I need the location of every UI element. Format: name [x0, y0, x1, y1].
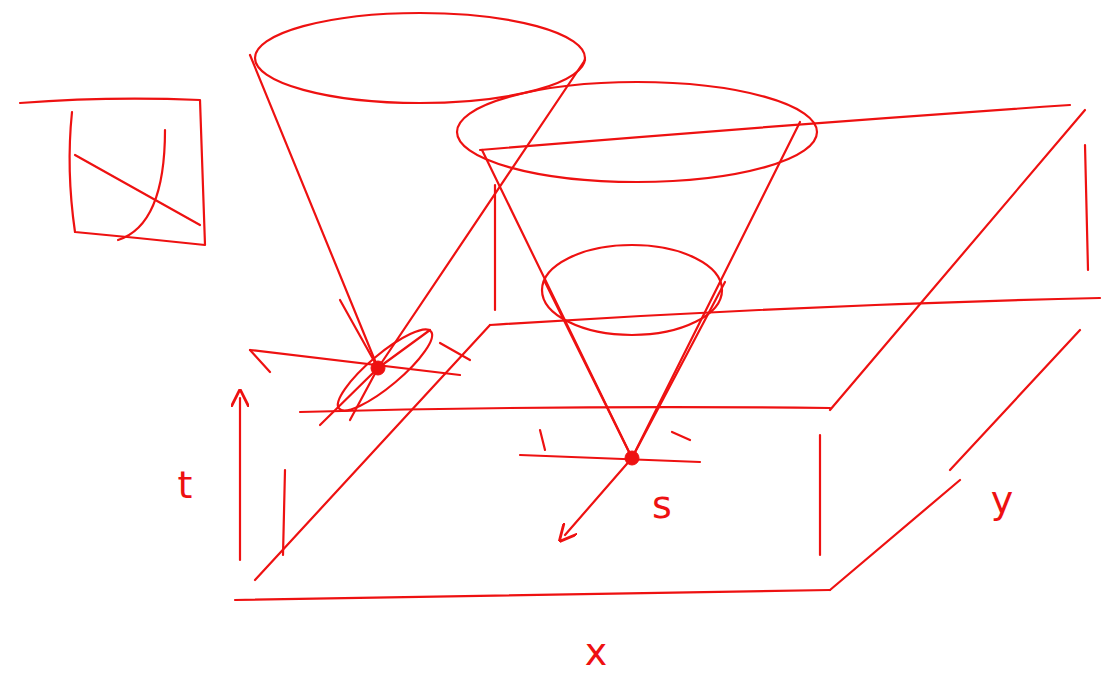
- axis-label-holder: s: [652, 486, 672, 524]
- axis-label-holder: y: [991, 481, 1014, 519]
- inset-graph: [20, 99, 205, 245]
- axis-label-holder: t: [178, 466, 193, 504]
- axis-label: y: [991, 481, 1014, 519]
- axis-label: x: [585, 633, 608, 671]
- light-cone: [250, 13, 585, 425]
- axis-label-holder: x: [585, 633, 608, 671]
- light-cone: [457, 82, 817, 535]
- axis-label: s: [652, 486, 672, 524]
- spacetime-slab: [235, 105, 1100, 600]
- axis-label: t: [178, 466, 193, 504]
